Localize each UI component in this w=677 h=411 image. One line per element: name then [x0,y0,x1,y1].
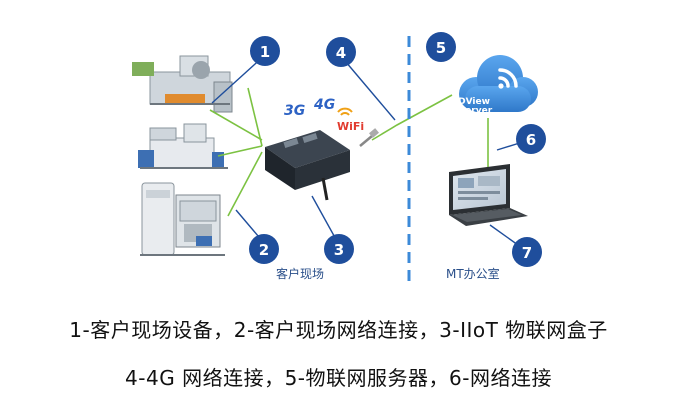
production-line-machine [132,55,233,113]
marker-2-label: 2 [259,241,269,259]
marker-6: 6 [516,124,546,154]
caption-line-1: 1-客户现场设备，2-客户现场网络连接，3-IIoT 物联网盒子 [69,318,608,342]
cloud-label-line2: server [460,106,493,116]
zone-label-customer-site: 客户现场 [276,266,324,281]
industrial-tank-machine [140,182,225,256]
packaging-machine [138,123,228,169]
marker-7: 7 [512,237,542,267]
badge-4g: 4G [313,97,335,113]
badge-3g: 3G [284,103,305,119]
customer-hub-link [247,87,263,147]
badge-wifi: WiFi [337,120,364,133]
zone-label-mt-office: MT办公室 [446,266,500,281]
marker-3-label: 3 [334,241,344,259]
equipment-link-top [209,109,263,141]
4g-link [371,94,453,141]
caption-line-2: 4-4G 网络连接，5-物联网服务器，6-网络连接 [125,366,552,390]
antenna-connector [359,128,379,147]
router-badges: 3G 4G WiFi [284,97,364,133]
dview-cloud-icon: DView server [458,55,538,116]
equipment-link-middle [217,145,263,157]
office-laptop [449,164,528,226]
marker-1-label: 1 [260,43,270,61]
wifi-icon [337,107,353,116]
marker-5: 5 [426,32,456,62]
marker-4-label: 4 [336,44,346,62]
marker-3: 3 [324,234,354,264]
marker-7-label: 7 [522,244,532,262]
marker-4: 4 [326,37,356,67]
equipment-link-bottom [227,151,263,217]
marker-2: 2 [249,234,279,264]
marker-6-label: 6 [526,131,536,149]
marker-5-label: 5 [436,39,446,57]
marker-group: 1 2 3 4 5 6 7 [249,32,546,267]
marker-link-4 [339,54,396,121]
iiot-router [265,130,350,201]
marker-1: 1 [250,36,280,66]
equipment-links [209,87,263,217]
cloud-label-line1: DView [458,97,490,107]
